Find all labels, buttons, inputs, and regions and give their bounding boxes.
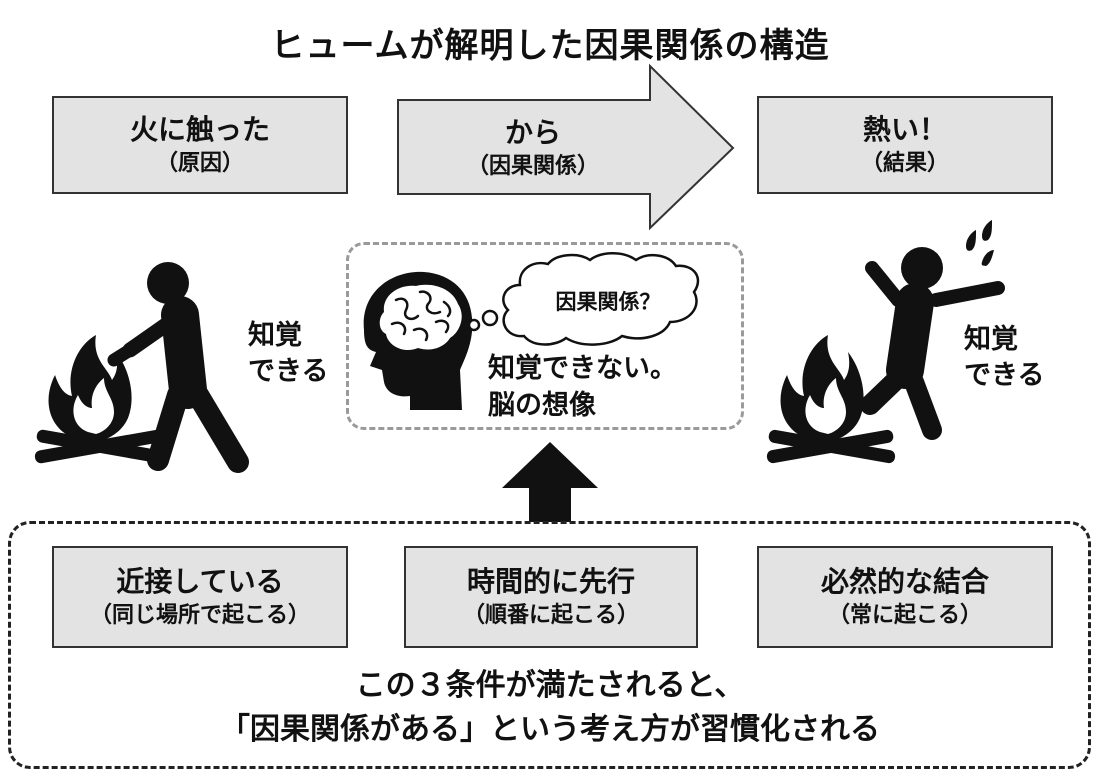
brain-caption-line2: 脳の想像 — [488, 390, 596, 421]
condition-box-necessity: 必然的な結合 （常に起こる） — [757, 546, 1053, 648]
brain-caption: 知覚できない。 脳の想像 — [488, 350, 677, 424]
right-perceive-line1: 知覚 — [964, 324, 1018, 355]
relation-sub: （因果関係） — [466, 154, 599, 180]
condition-sub: （同じ場所で起こる） — [89, 603, 310, 629]
conclusion-line1: この３条件が満たされると、 — [355, 668, 745, 703]
imagination-frame — [346, 242, 744, 430]
brain-caption-line1: 知覚できない。 — [488, 353, 677, 384]
cause-sub: （原因） — [155, 151, 244, 177]
cause-label: 火に触った — [129, 113, 270, 147]
condition-label: 近接している — [116, 565, 284, 599]
left-perceive-text: 知覚 できる — [248, 318, 328, 390]
effect-label: 熱い！ — [862, 113, 947, 147]
condition-label: 時間的に先行 — [466, 565, 635, 599]
condition-box-precedence: 時間的に先行 （順番に起こる） — [404, 546, 698, 648]
condition-sub: （常に起こる） — [827, 603, 982, 629]
effect-sub: （結果） — [860, 151, 949, 177]
conditions-frame — [8, 521, 1091, 769]
conclusion-line2: 「因果関係がある」という考え方が習慣化される — [220, 712, 880, 747]
right-perceive-line2: できる — [964, 360, 1045, 391]
condition-box-proximity: 近接している （同じ場所で起こる） — [52, 546, 348, 648]
effect-box: 熱い！ （結果） — [757, 96, 1053, 194]
thought-bubble-text: 因果関係？ — [555, 290, 661, 314]
conclusion-text: この３条件が満たされると、 「因果関係がある」という考え方が習慣化される — [20, 664, 1080, 752]
cause-box: 火に触った （原因） — [52, 96, 348, 194]
condition-sub: （順番に起こる） — [462, 603, 639, 629]
left-perceive-line1: 知覚 — [248, 320, 302, 351]
page-title: ヒュームが解明した因果関係の構造 — [270, 26, 830, 66]
condition-label: 必然的な結合 — [820, 565, 989, 599]
relation-label: から — [504, 116, 561, 150]
right-perceive-text: 知覚 できる — [964, 322, 1044, 394]
left-perceive-line2: できる — [248, 356, 329, 387]
relation-text: から （因果関係） — [420, 104, 646, 192]
